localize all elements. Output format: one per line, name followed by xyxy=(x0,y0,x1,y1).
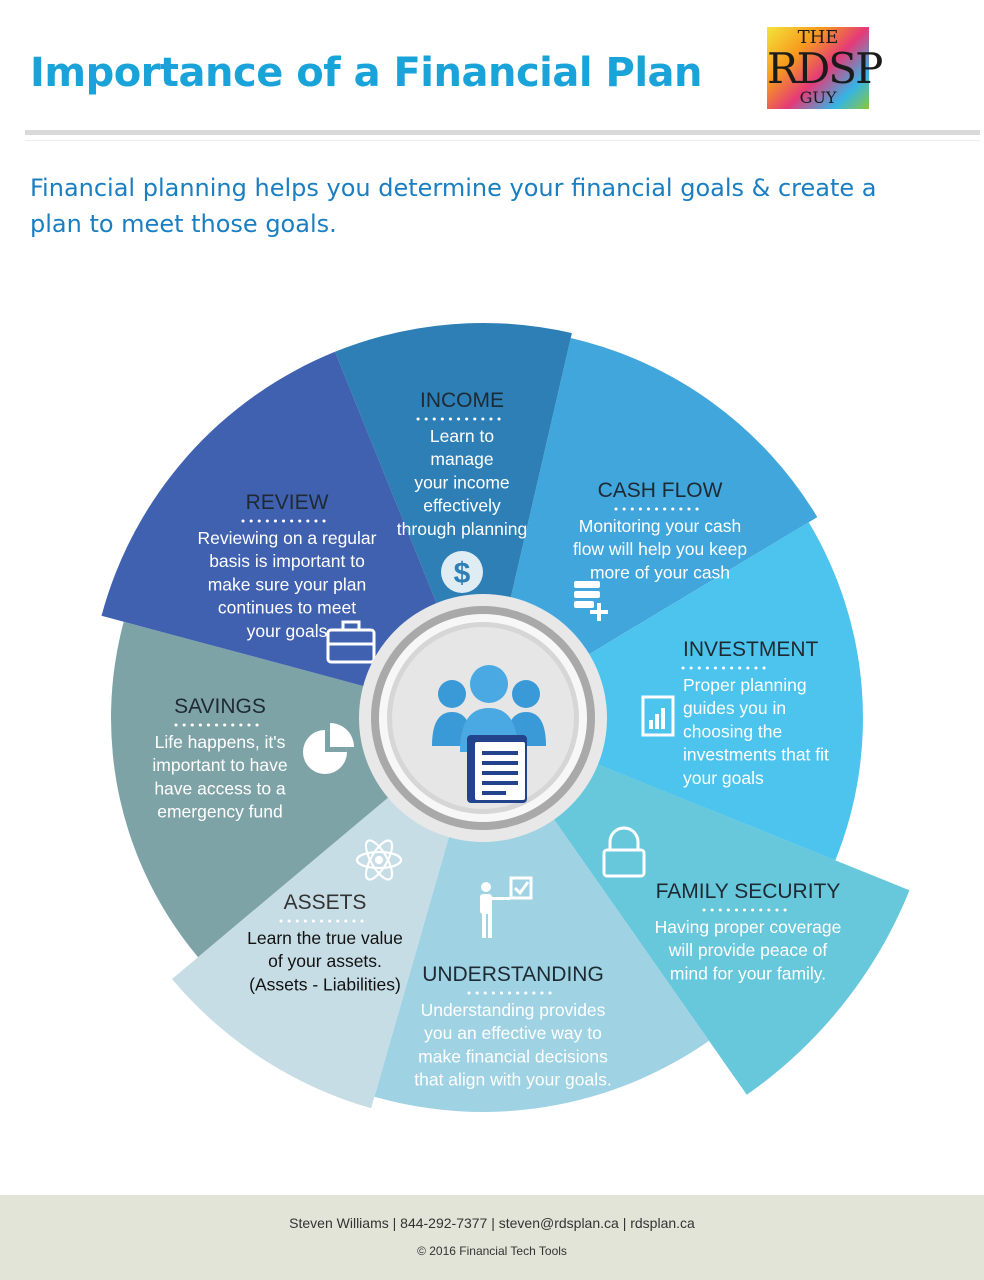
segment-text-review: continues to meet xyxy=(218,598,356,618)
segment-text-income: Learn to xyxy=(430,426,494,446)
segment-text-income: manage xyxy=(430,449,493,469)
subtitle: Financial planning helps you determine y… xyxy=(30,174,877,238)
logo-line-1: THE xyxy=(797,27,839,48)
header-divider xyxy=(25,130,980,135)
logo-line-2: RDSP xyxy=(767,44,883,93)
segment-assets xyxy=(172,718,483,1109)
footer: Steven Williams | 844-292-7377 | steven@… xyxy=(0,1195,984,1280)
lock-icon xyxy=(602,826,646,878)
center-hub xyxy=(359,594,607,842)
logo-line-3: GUY xyxy=(799,88,837,107)
segment-review xyxy=(101,351,483,718)
segment-text-understanding: you an effective way to xyxy=(424,1023,602,1043)
segment-text-investment: your goals xyxy=(683,768,764,788)
segment-text-review: your goals xyxy=(247,621,328,641)
segment-income xyxy=(335,322,572,718)
segment-title-cash-flow: CASH FLOW xyxy=(598,479,723,502)
presenter-icon xyxy=(480,876,533,938)
segment-investment xyxy=(483,522,863,861)
segment-text-family-security: Having proper coverage xyxy=(655,917,842,937)
segment-title-family-security: FAMILY SECURITY xyxy=(656,880,841,903)
segment-text-understanding: make financial decisions xyxy=(418,1046,608,1066)
financial-plan-wheel: $ xyxy=(101,322,910,1112)
segment-text-assets: Learn the true value xyxy=(247,928,403,948)
segment-title-assets: ASSETS xyxy=(284,891,367,914)
wheel-segments xyxy=(101,322,910,1112)
wheel-text: INCOME Learn to manage your income effective… xyxy=(152,389,841,1090)
segment-text-understanding: Understanding provides xyxy=(421,1000,606,1020)
segment-text-investment: investments that fit xyxy=(683,745,829,765)
segment-text-assets: (Assets - Liabilities) xyxy=(249,974,401,994)
segment-text-cash-flow: Monitoring your cash xyxy=(579,516,741,536)
segment-text-income: through planning xyxy=(397,519,527,539)
segment-text-investment: Proper planning xyxy=(683,675,807,695)
segment-title-understanding: UNDERSTANDING xyxy=(422,963,604,986)
segment-text-understanding: that align with your goals. xyxy=(414,1070,611,1090)
segment-text-savings: have access to a xyxy=(154,778,286,798)
pie-chart-icon xyxy=(303,723,354,774)
segment-text-family-security: mind for your family. xyxy=(670,963,826,983)
rdsp-guy-logo: THE RDSP GUY xyxy=(767,27,883,109)
dollar-icon: $ xyxy=(441,551,483,593)
segment-text-income: effectively xyxy=(423,496,501,516)
segment-title-savings: SAVINGS xyxy=(174,695,266,718)
team-document-icon xyxy=(432,665,546,803)
segment-text-review: basis is important to xyxy=(209,551,365,571)
bar-chart-icon xyxy=(641,695,675,737)
header-divider-thin xyxy=(25,140,980,141)
briefcase-icon xyxy=(326,620,376,664)
segment-text-savings: important to have xyxy=(152,755,287,775)
wheel-icons: $ xyxy=(303,551,675,938)
segment-text-income: your income xyxy=(414,472,509,492)
segment-cash-flow xyxy=(483,338,818,718)
segment-title-investment: INVESTMENT xyxy=(683,638,819,661)
page-title: Importance of a Financial Plan xyxy=(30,50,703,96)
footer-copyright: © 2016 Financial Tech Tools xyxy=(417,1244,567,1258)
segment-text-assets: of your assets. xyxy=(268,951,382,971)
segment-text-investment: choosing the xyxy=(683,721,782,741)
segment-text-review: make sure your plan xyxy=(208,574,367,594)
segment-family-security xyxy=(483,718,910,1095)
cash-register-icon xyxy=(574,581,608,621)
segment-text-savings: emergency fund xyxy=(157,802,283,822)
segment-text-cash-flow: flow will help you keep xyxy=(573,539,747,559)
segment-text-investment: guides you in xyxy=(683,698,786,718)
segment-text-cash-flow: more of your cash xyxy=(590,562,730,582)
segment-text-family-security: will provide peace of xyxy=(668,940,828,960)
segment-title-review: REVIEW xyxy=(246,491,329,514)
segment-text-savings: Life happens, it's xyxy=(155,732,286,752)
segment-text-review: Reviewing on a regular xyxy=(198,528,377,548)
footer-contact: Steven Williams | 844-292-7377 | steven@… xyxy=(289,1215,695,1231)
segment-title-income: INCOME xyxy=(420,389,504,412)
svg-text:$: $ xyxy=(454,557,471,590)
atom-icon xyxy=(355,839,403,881)
